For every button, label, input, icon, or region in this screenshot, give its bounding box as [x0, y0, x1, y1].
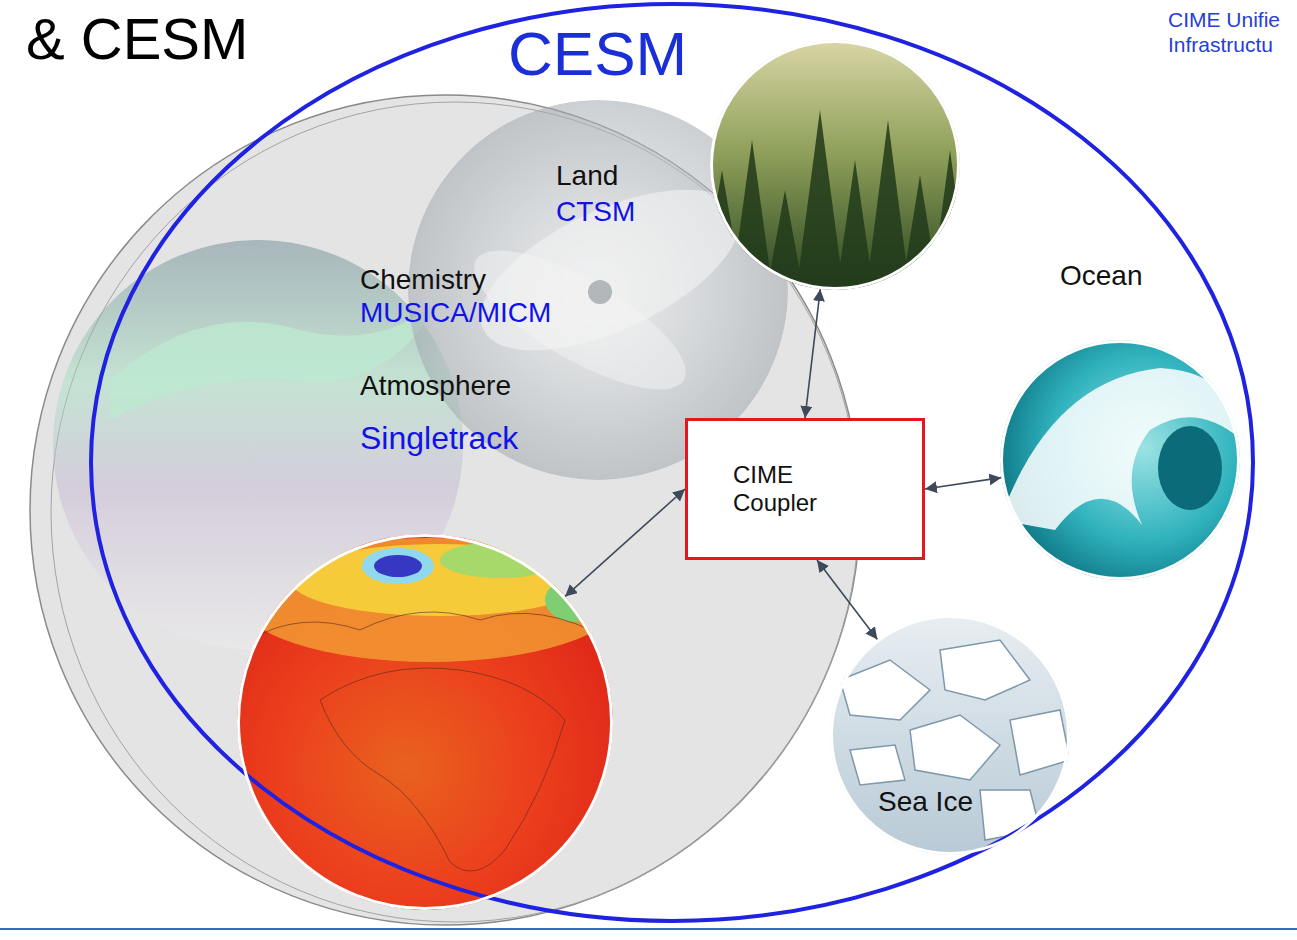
- cool-patch: [440, 542, 560, 578]
- coupling-arrow: [805, 289, 820, 418]
- coupling-arrow: [925, 478, 1001, 489]
- cool-patch: [545, 578, 605, 622]
- system-boundary-outline: [89, 2, 1255, 923]
- component-name: Sea Ice: [878, 786, 973, 818]
- wave-crest: [1000, 368, 1242, 530]
- boundary-ellipse: [91, 4, 1253, 921]
- component-name: Land: [556, 160, 618, 192]
- component-circle-border: [712, 42, 959, 289]
- land-component: LandCTSM: [710, 40, 960, 290]
- coupling-arrow: [565, 489, 685, 597]
- model-name: CTSM: [556, 196, 635, 228]
- land-component-outline: [710, 40, 960, 290]
- sea-ice-picture: [830, 615, 1070, 855]
- tree-row: [700, 110, 970, 300]
- ice-floes: [840, 640, 1070, 840]
- atmosphere-component-outline: [237, 534, 613, 910]
- component-name: Ocean: [1060, 260, 1143, 292]
- cold-spot-ring: [362, 548, 434, 584]
- sea-ice-component-outline: [830, 615, 1070, 855]
- ice-disc: [830, 615, 1070, 855]
- coupler-name: CIME Coupler: [733, 461, 817, 516]
- slide-title: & CESM: [26, 10, 248, 68]
- system-boundary: LandCTSMChemistryMUSICA/MICMOceanAtmosph…: [89, 2, 1255, 923]
- sea-ice-component: Sea Ice: [830, 615, 1070, 855]
- cold-spot: [374, 555, 422, 577]
- corner-label: Infrastructu: [1168, 33, 1273, 57]
- earth-picture: [237, 534, 620, 910]
- wave-tube: [1158, 426, 1222, 510]
- ocean-component: Ocean: [1000, 340, 1240, 580]
- box-border: [687, 420, 924, 559]
- component-circle-border: [239, 536, 612, 909]
- warm-band: [240, 538, 620, 662]
- coastline: [250, 612, 610, 871]
- component-circle-border: [832, 617, 1069, 854]
- storm-eye: [588, 280, 612, 304]
- ocean-picture: [1000, 340, 1242, 580]
- system-name: CESM: [508, 18, 687, 89]
- corner-label: CIME Unifie: [1168, 8, 1280, 32]
- coupler-box: CIME Coupler: [685, 418, 925, 560]
- footer-rule: [0, 928, 1297, 930]
- model-name: MUSICA/MICM: [360, 297, 551, 329]
- coupling-arrow: [817, 560, 877, 639]
- atmosphere-component: AtmosphereSingletrack: [237, 534, 613, 910]
- earth-disc: [237, 534, 613, 910]
- component-name: Chemistry: [360, 264, 486, 296]
- component-circle-border: [1002, 342, 1239, 579]
- forest-picture: [700, 40, 970, 300]
- ocean-component-outline: [1000, 340, 1240, 580]
- component-name: Atmosphere: [360, 370, 511, 402]
- model-name: Singletrack: [360, 420, 518, 457]
